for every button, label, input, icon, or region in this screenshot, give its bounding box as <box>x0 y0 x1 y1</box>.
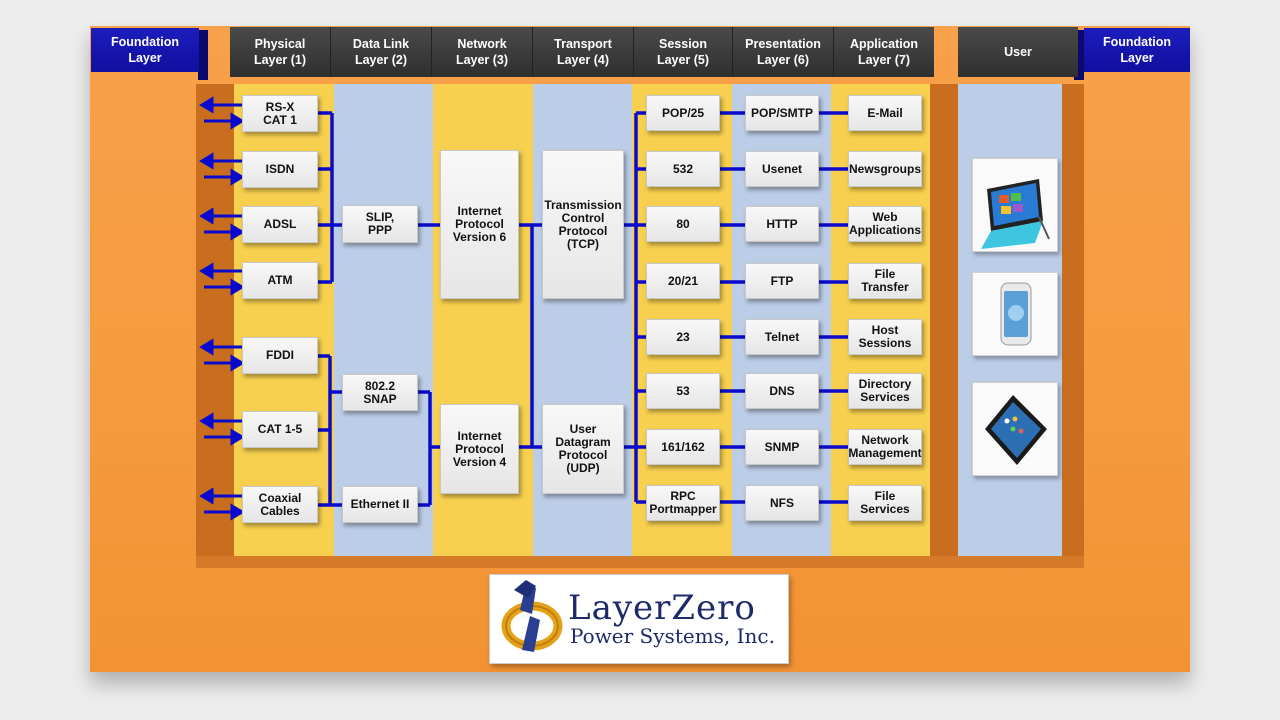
application-newsgroups: Newsgroups <box>848 151 922 187</box>
user-device-phone <box>972 272 1058 356</box>
arrow-pair-cat15 <box>199 412 245 446</box>
presentation-usenet: Usenet <box>745 151 819 187</box>
physical-adsl: ADSL <box>242 206 318 243</box>
session-23: 23 <box>646 319 720 355</box>
pit-floor <box>196 556 1084 568</box>
foundation-right-side <box>1074 30 1084 80</box>
presentation-http: HTTP <box>745 206 819 242</box>
layerzero-logo-icon <box>501 580 563 652</box>
arrow-pair-adsl <box>199 207 245 241</box>
network-ipv4: Internet Protocol Version 4 <box>440 404 519 494</box>
session-532: 532 <box>646 151 720 187</box>
header-application: Application Layer (7) <box>834 27 934 77</box>
header-physical: Physical Layer (1) <box>230 27 331 77</box>
header-datalink: Data Link Layer (2) <box>331 27 432 77</box>
foundation-layer-left: Foundation Layer <box>91 28 199 72</box>
presentation-dns: DNS <box>745 373 819 409</box>
header-session: Session Layer (5) <box>634 27 733 77</box>
session-2021: 20/21 <box>646 263 720 299</box>
physical-isdn: ISDN <box>242 151 318 188</box>
physical-atm: ATM <box>242 262 318 299</box>
application-file-transfer: File Transfer <box>848 263 922 299</box>
application-directory-services: Directory Services <box>848 373 922 409</box>
presentation-snmp: SNMP <box>745 429 819 465</box>
arrow-pair-coax <box>199 487 245 521</box>
header-presentation: Presentation Layer (6) <box>733 27 834 77</box>
datalink-ethernet-ii: Ethernet II <box>342 486 418 523</box>
foundation-left-side <box>198 30 208 80</box>
physical-cat15: CAT 1-5 <box>242 411 318 448</box>
session-pop25: POP/25 <box>646 95 720 131</box>
logo-subtitle: Power Systems, Inc. <box>570 624 775 648</box>
network-ipv6: Internet Protocol Version 6 <box>440 150 519 299</box>
header-transport: Transport Layer (4) <box>533 27 634 77</box>
application-network-management: Network Management <box>848 429 922 465</box>
transport-udp: User Datagram Protocol (UDP) <box>542 404 624 494</box>
session-rpc-portmapper: RPC Portmapper <box>646 485 720 521</box>
physical-rsx-cat1: RS-X CAT 1 <box>242 95 318 132</box>
header-network: Network Layer (3) <box>432 27 533 77</box>
application-email: E-Mail <box>848 95 922 131</box>
datalink-802-snap: 802.2 SNAP <box>342 374 418 411</box>
foundation-layer-right: Foundation Layer <box>1084 28 1190 72</box>
session-161162: 161/162 <box>646 429 720 465</box>
arrow-pair-isdn <box>199 152 245 186</box>
application-file-services: File Services <box>848 485 922 521</box>
datalink-slip-ppp: SLIP, PPP <box>342 205 418 243</box>
physical-coaxial-cables: Coaxial Cables <box>242 486 318 523</box>
arrow-pair-fddi <box>199 338 245 372</box>
surface-tablet-icon <box>981 179 1050 249</box>
pit-wall-user-right <box>1062 84 1084 566</box>
presentation-telnet: Telnet <box>745 319 819 355</box>
logo-name: LayerZero <box>568 588 756 628</box>
transport-tcp: Transmission Control Protocol (TCP) <box>542 150 624 299</box>
presentation-nfs: NFS <box>745 485 819 521</box>
column-datalink <box>334 84 433 556</box>
pit-wall-right <box>930 84 958 566</box>
session-80: 80 <box>646 206 720 242</box>
arrow-pair-rsx <box>199 96 245 130</box>
presentation-pop-smtp: POP/SMTP <box>745 95 819 131</box>
header-user: User <box>958 27 1078 77</box>
application-host-sessions: Host Sessions <box>848 319 922 355</box>
application-web-applications: Web Applications <box>848 206 922 242</box>
physical-fddi: FDDI <box>242 337 318 374</box>
session-53: 53 <box>646 373 720 409</box>
smartphone-icon <box>1000 282 1032 346</box>
user-device-surface <box>972 158 1058 252</box>
ipad-icon <box>985 395 1047 465</box>
presentation-ftp: FTP <box>745 263 819 299</box>
user-device-ipad <box>972 382 1058 476</box>
arrow-pair-atm <box>199 262 245 296</box>
pit-wall-left <box>196 84 234 566</box>
